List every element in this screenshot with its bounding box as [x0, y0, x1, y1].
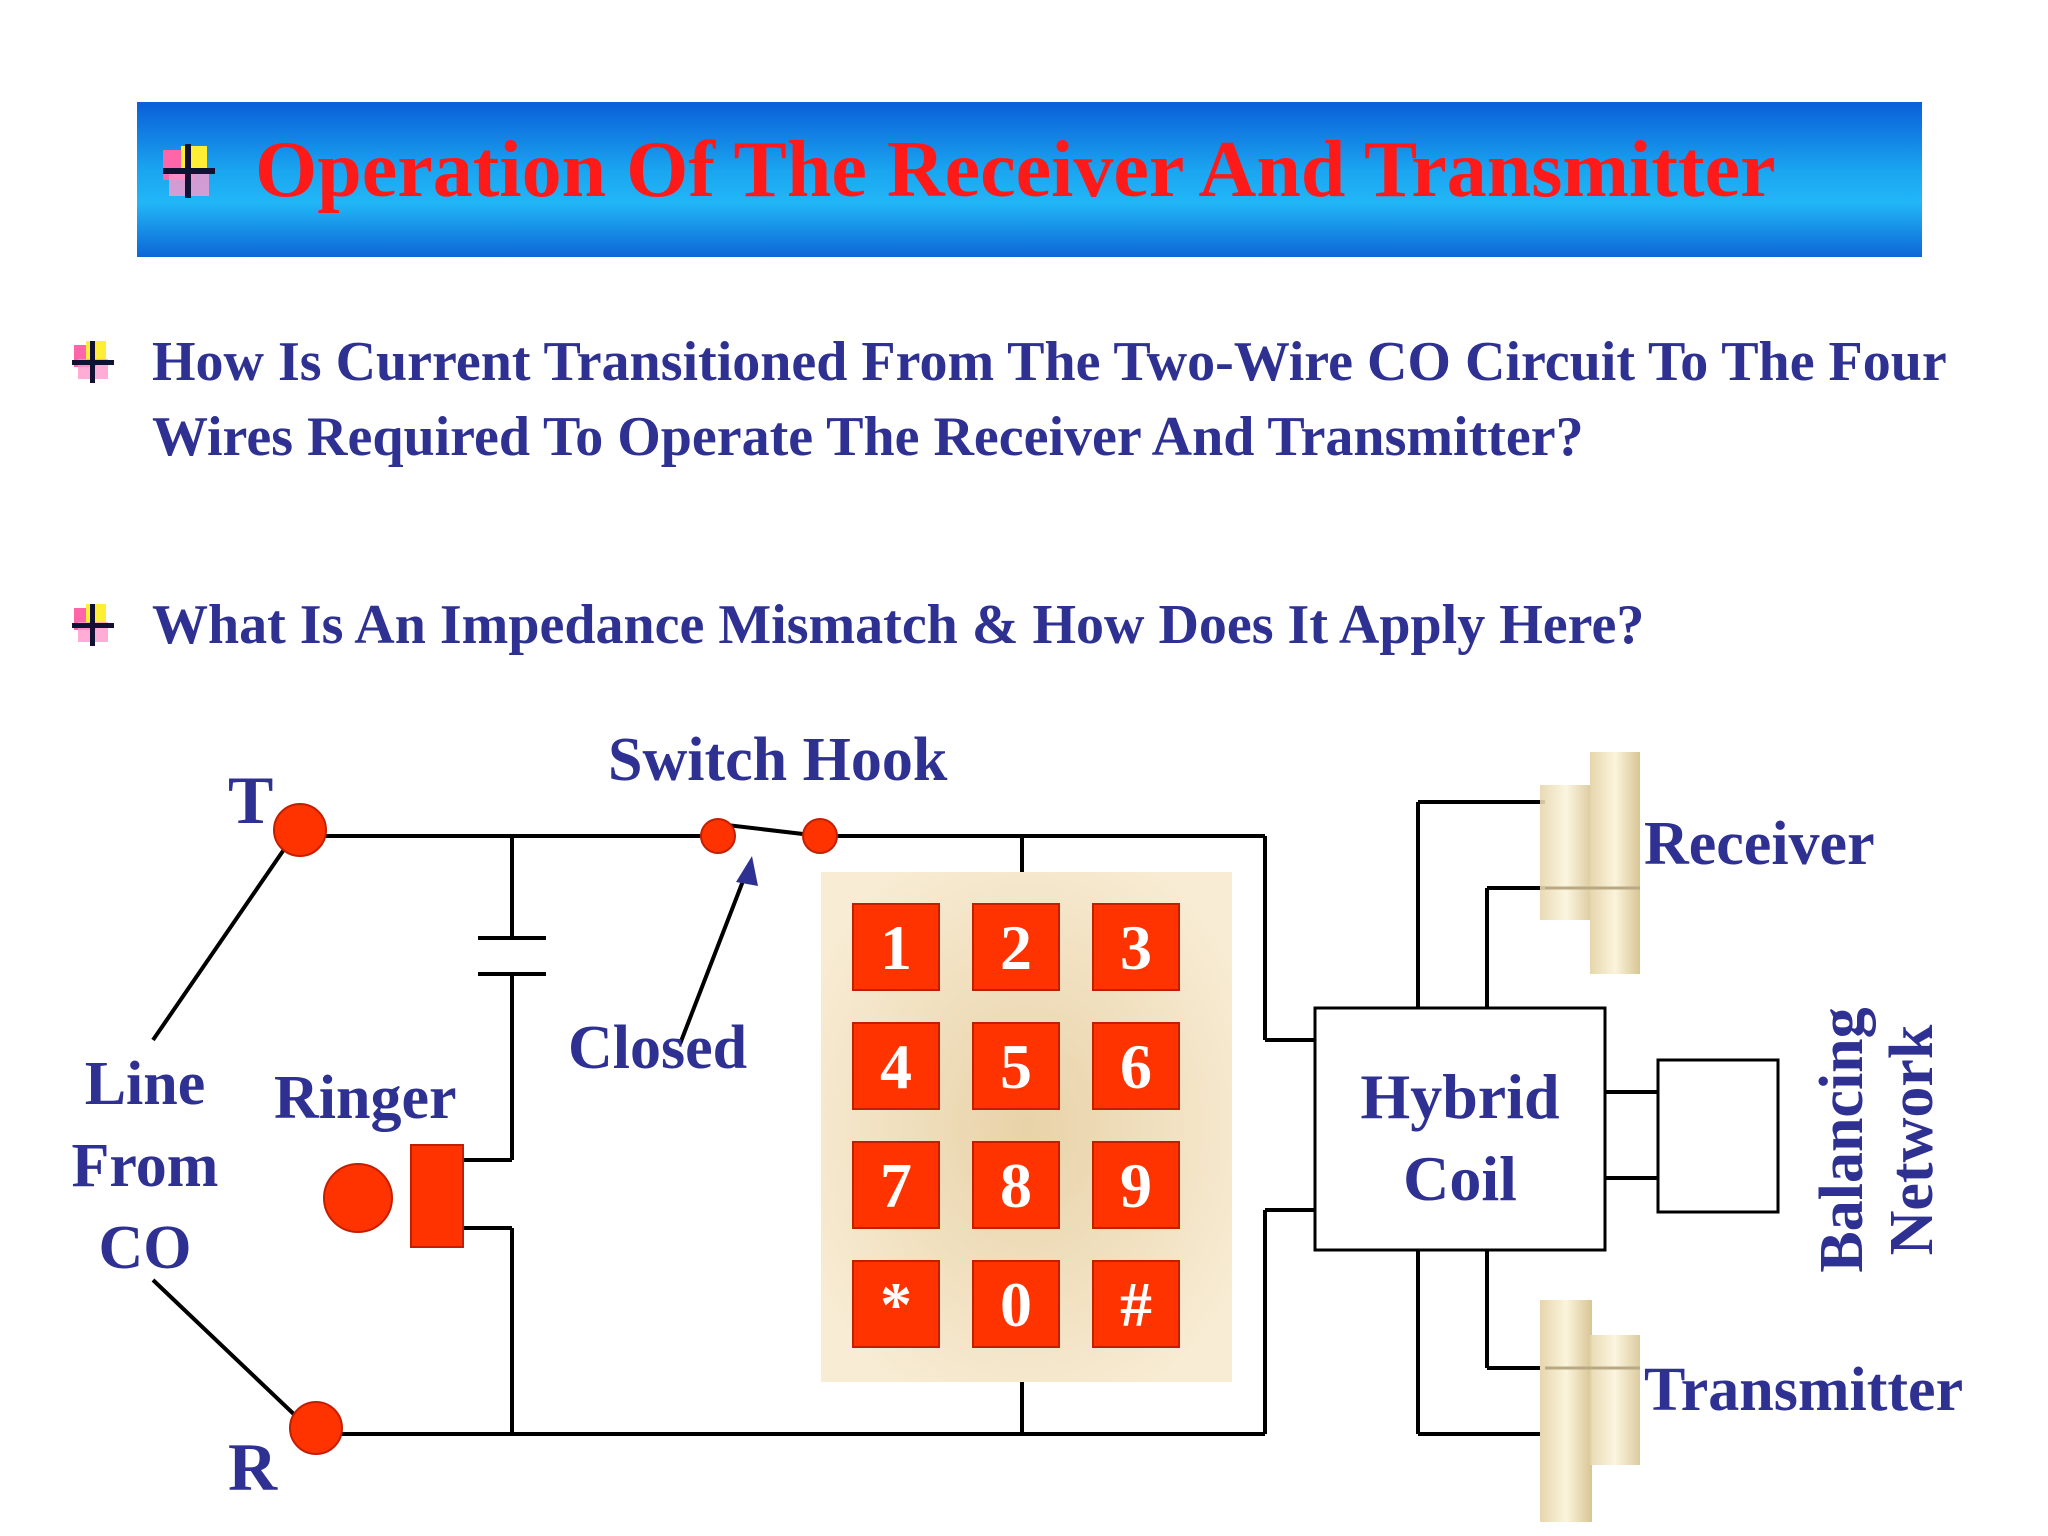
switch-hook-contact	[802, 818, 838, 854]
keypad-key-label: 3	[1120, 912, 1152, 983]
switch-hook-label: Switch Hook	[608, 726, 948, 794]
keypad-key: 8	[972, 1141, 1060, 1229]
tip-label: T	[228, 762, 273, 838]
hybrid-coil-box	[1313, 1006, 1607, 1252]
keypad-key-face	[972, 1260, 1060, 1348]
keypad-key: 0	[972, 1260, 1060, 1348]
keypad-key-face	[1092, 1022, 1180, 1110]
keypad-key-label: 9	[1120, 1150, 1152, 1221]
transmitter-label: Transmitter	[1644, 1356, 1963, 1424]
keypad-key: 5	[972, 1022, 1060, 1110]
keypad-key-label: 2	[1000, 912, 1032, 983]
keypad-key-face	[972, 1141, 1060, 1229]
line-from-co-label: Line	[85, 1050, 206, 1118]
keypad-key-face	[852, 903, 940, 991]
transmitter-icon	[1540, 1300, 1640, 1522]
bullet-text: How Is Current Transitioned From The Two…	[152, 331, 1946, 468]
plus-square-icon	[163, 144, 215, 198]
keypad: 1 2 3 4 5 6 7 8 9 * 0 #	[852, 903, 1180, 1348]
balancing-network-box	[1656, 1058, 1780, 1214]
ring-terminal	[289, 1401, 343, 1455]
plus-square-icon	[72, 341, 114, 383]
keypad-key-face	[1092, 1260, 1180, 1348]
wires	[151, 800, 1658, 1436]
ringer-coil	[410, 1144, 464, 1248]
balancing-network-label: Balancing	[1808, 1007, 1876, 1272]
keypad-key-label: #	[1120, 1269, 1152, 1340]
keypad-key-face	[1092, 903, 1180, 991]
keypad-key: 3	[1092, 903, 1180, 991]
keypad-key: #	[1092, 1260, 1180, 1348]
keypad-key-label: 1	[880, 912, 912, 983]
keypad-key: 1	[852, 903, 940, 991]
receiver-label: Receiver	[1644, 810, 1875, 878]
ringer-label: Ringer	[274, 1064, 457, 1132]
balancing-network-label: Network	[1878, 1024, 1946, 1255]
keypad-key: 9	[1092, 1141, 1180, 1229]
keypad-key: 4	[852, 1022, 940, 1110]
keypad-key-face	[1092, 1141, 1180, 1229]
keypad-key-label: 8	[1000, 1150, 1032, 1221]
bullet-text: What Is An Impedance Mismatch & How Does…	[152, 594, 1645, 656]
line-from-co-label: CO	[99, 1214, 192, 1282]
closed-label: Closed	[568, 1014, 747, 1082]
keypad-key-label: 4	[880, 1031, 912, 1102]
ringer-bell-icon	[323, 1163, 393, 1233]
page-title: Operation Of The Receiver And Transmitte…	[255, 126, 1776, 214]
keypad-key-face	[972, 1022, 1060, 1110]
keypad-key: *	[852, 1260, 940, 1348]
switch-hook-contact	[700, 818, 736, 854]
keypad-key-label: 7	[880, 1150, 912, 1221]
hybrid-coil-label: Coil	[1403, 1143, 1517, 1214]
tip-terminal	[273, 803, 327, 857]
keypad-key-face	[852, 1022, 940, 1110]
ring-label: R	[228, 1429, 278, 1505]
plus-square-icon	[72, 604, 114, 646]
keypad-key-label: 0	[1000, 1269, 1032, 1340]
arrow-head	[736, 856, 758, 886]
keypad-key-face	[852, 1141, 940, 1229]
keypad-key-label: 6	[1120, 1031, 1152, 1102]
keypad-key-label: *	[880, 1269, 912, 1340]
line-from-co-label: From	[72, 1132, 219, 1200]
keypad-key: 6	[1092, 1022, 1180, 1110]
keypad-key-face	[852, 1260, 940, 1348]
keypad-key-face	[972, 903, 1060, 991]
keypad-key: 2	[972, 903, 1060, 991]
keypad-key-label: 5	[1000, 1031, 1032, 1102]
keypad-key: 7	[852, 1141, 940, 1229]
hybrid-coil-label: Hybrid	[1360, 1061, 1559, 1132]
title-bar: Operation Of The Receiver And Transmitte…	[137, 102, 1922, 257]
receiver-icon	[1540, 752, 1640, 974]
